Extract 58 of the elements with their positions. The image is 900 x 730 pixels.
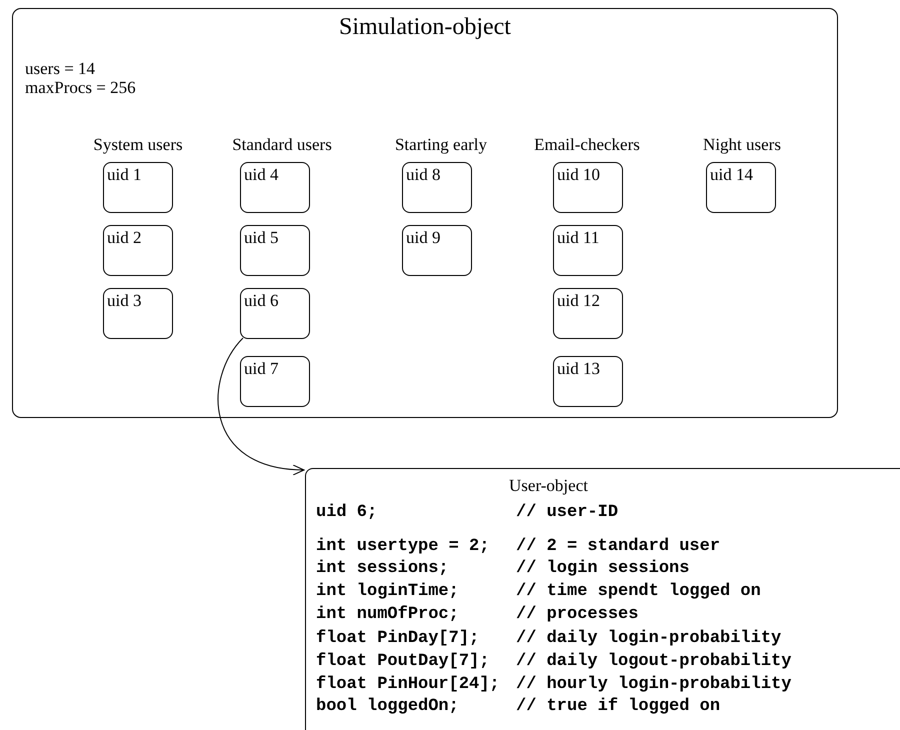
- user-id-box: [706, 162, 776, 213]
- user-id-box: [553, 356, 623, 407]
- user-id-box: [553, 225, 623, 276]
- code-comment: // login sessions: [516, 559, 690, 579]
- code-declaration: int sessions;: [316, 559, 449, 579]
- object-title: User-object: [509, 476, 588, 496]
- uid-text: uid 5: [244, 228, 278, 248]
- user-id-box: [103, 162, 173, 213]
- user-id-box: [402, 225, 472, 276]
- user-id-box: [402, 162, 472, 213]
- uid-text: uid 2: [107, 228, 142, 248]
- uid-text: uid 3: [107, 291, 142, 311]
- uid-text: uid 12: [557, 291, 600, 311]
- group-heading: System users: [93, 135, 183, 155]
- code-comment: // user-ID: [516, 503, 618, 523]
- code-declaration: bool loggedOn;: [316, 697, 459, 717]
- code-declaration: int usertype = 2;: [316, 537, 490, 557]
- code-declaration: uid 6;: [316, 503, 378, 523]
- code-comment: // hourly login-probability: [516, 675, 792, 695]
- user-id-box: [553, 162, 623, 213]
- code-comment: // 2 = standard user: [516, 537, 720, 557]
- uid-text: uid 4: [244, 165, 278, 185]
- user-id-box: [240, 288, 310, 339]
- code-comment: // daily login-probability: [516, 629, 782, 649]
- code-comment: // time spendt logged on: [516, 582, 761, 602]
- code-comment: // processes: [516, 605, 638, 625]
- object-title: Simulation-object: [338, 13, 512, 41]
- object-frame: [12, 8, 838, 418]
- uid-text: uid 9: [406, 228, 440, 248]
- uid-text: uid 7: [244, 359, 278, 379]
- curved-arrow: [218, 338, 304, 475]
- attribute-text: maxProcs = 256: [25, 78, 136, 98]
- user-id-box: [240, 225, 310, 276]
- code-declaration: int loginTime;: [316, 582, 459, 602]
- user-id-box: [553, 288, 623, 339]
- group-heading: Night users: [703, 135, 781, 155]
- code-declaration: float PinHour[24];: [316, 675, 500, 695]
- uid-text: uid 10: [557, 165, 600, 185]
- attribute-text: users = 14: [25, 59, 96, 79]
- uid-text: uid 13: [557, 359, 600, 379]
- group-heading: Email-checkers: [534, 135, 640, 155]
- uid-text: uid 11: [557, 228, 600, 248]
- code-declaration: float PinDay[7];: [316, 629, 480, 649]
- uid-text: uid 8: [406, 165, 440, 185]
- uid-text: uid 6: [244, 291, 278, 311]
- user-id-box: [240, 356, 310, 407]
- user-id-box: [240, 162, 310, 213]
- group-heading: Starting early: [394, 135, 488, 155]
- user-id-box: [103, 288, 173, 339]
- code-comment: // daily logout-probability: [516, 652, 792, 672]
- uid-text: uid 1: [107, 165, 142, 185]
- object-frame: [305, 468, 900, 730]
- code-declaration: int numOfProc;: [316, 605, 459, 625]
- user-id-box: [103, 225, 173, 276]
- code-comment: // true if logged on: [516, 697, 720, 717]
- group-heading: Standard users: [232, 135, 332, 155]
- code-declaration: float PoutDay[7];: [316, 652, 490, 672]
- uid-text: uid 14: [710, 165, 753, 185]
